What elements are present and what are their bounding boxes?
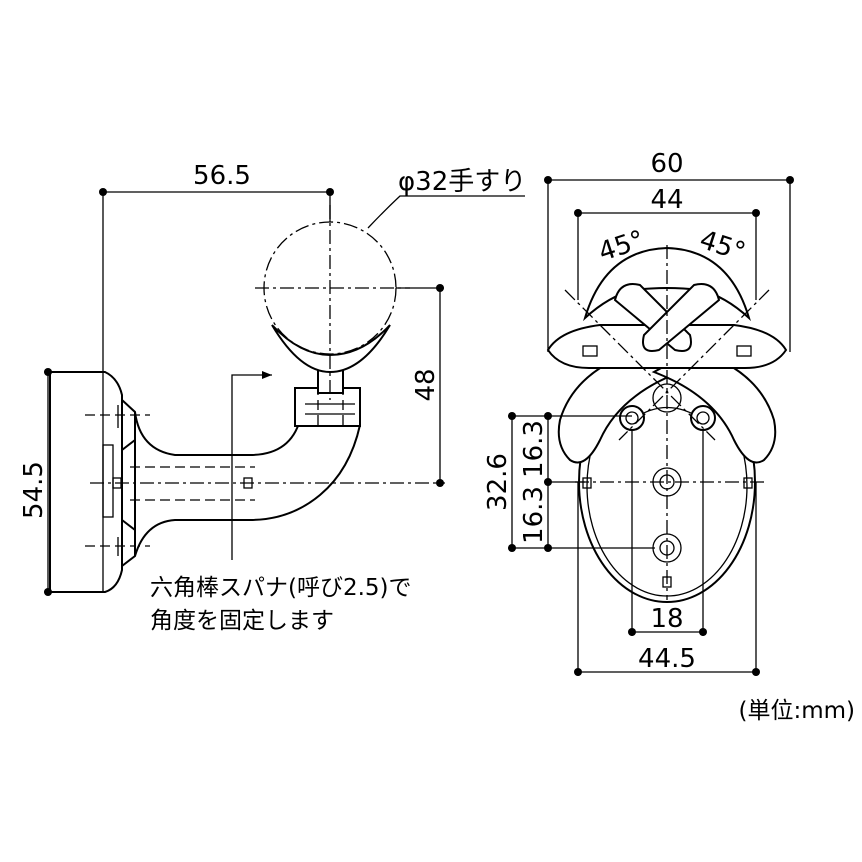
base-plate-side — [49, 371, 123, 593]
dim-text-48: 48 — [411, 368, 441, 401]
rail-leader-line — [367, 195, 525, 229]
saddle-marker-left — [582, 345, 598, 357]
center-marker-left — [112, 477, 122, 489]
unit-label: (単位:mm) — [738, 698, 855, 724]
saddle-wing-right-paddle — [642, 283, 721, 352]
dim-dot — [44, 368, 52, 376]
bolt-left-inner — [625, 411, 639, 425]
dim-dot — [44, 588, 52, 596]
dim-dot — [544, 176, 552, 184]
wrench-note-line1: 六角棒スパナ(呼び2.5)で — [150, 575, 412, 601]
dim-dot — [786, 176, 794, 184]
dim-dot — [628, 628, 636, 636]
dim-text-54-5: 54.5 — [19, 461, 49, 519]
wrench-note-line2: 角度を固定します — [150, 608, 334, 634]
base-boss — [121, 397, 136, 453]
dim-dot — [508, 544, 516, 552]
side-view — [49, 205, 445, 593]
dim-dot — [574, 209, 582, 217]
dim-text-56-5: 56.5 — [193, 161, 251, 191]
dim-dot — [436, 284, 444, 292]
wrench-leader-line — [231, 374, 272, 560]
base-boss-lower — [121, 517, 136, 569]
dim-text-32-6: 32.6 — [483, 453, 513, 511]
dim-dot — [699, 628, 707, 636]
base-slot-lines — [631, 420, 704, 595]
dim-text-18: 18 — [650, 604, 683, 634]
rail-label: φ32手すり — [398, 167, 526, 197]
dim-dot — [436, 479, 444, 487]
dim-dot — [544, 478, 552, 486]
saddle-marker-right — [736, 345, 752, 357]
front-dimensions: 60 44 45° 45° 32.6 16.3 16.3 18 — [483, 149, 855, 724]
dim-dot — [544, 544, 552, 552]
rail-saddle — [271, 324, 391, 374]
center-marker-mid — [243, 477, 253, 489]
center-marker-right-front — [743, 477, 753, 489]
dim-dot — [99, 188, 107, 196]
dim-dot — [326, 188, 334, 196]
dim-text-44-5: 44.5 — [638, 644, 696, 674]
bolt-right-inner — [696, 411, 710, 425]
dim-dot — [574, 668, 582, 676]
center-marker-left-front — [582, 477, 592, 489]
wrench-leader-arrow — [262, 371, 272, 379]
dim-text-44: 44 — [650, 185, 683, 215]
swivel-arm-right — [651, 348, 777, 464]
bolt-left — [619, 405, 645, 431]
side-dimensions: 56.5 48 54.5 φ32手すり 六角棒スパナ(呼び2.5)で 角度を固定… — [19, 161, 526, 634]
angle-centerline-left — [564, 289, 716, 441]
front-view — [546, 245, 788, 603]
dim-dot — [752, 209, 760, 217]
dim-text-16-3-lower: 16.3 — [519, 486, 549, 544]
bracket-arm — [134, 391, 361, 557]
swivel-arm-left — [557, 348, 683, 464]
dim-text-16-3-upper: 16.3 — [519, 420, 549, 478]
angle-centerline-right — [618, 289, 770, 441]
dim-text-60: 60 — [650, 149, 683, 179]
dim-dot — [508, 412, 516, 420]
dim-dot — [752, 668, 760, 676]
bolt-right — [690, 405, 716, 431]
dim-dot — [544, 412, 552, 420]
